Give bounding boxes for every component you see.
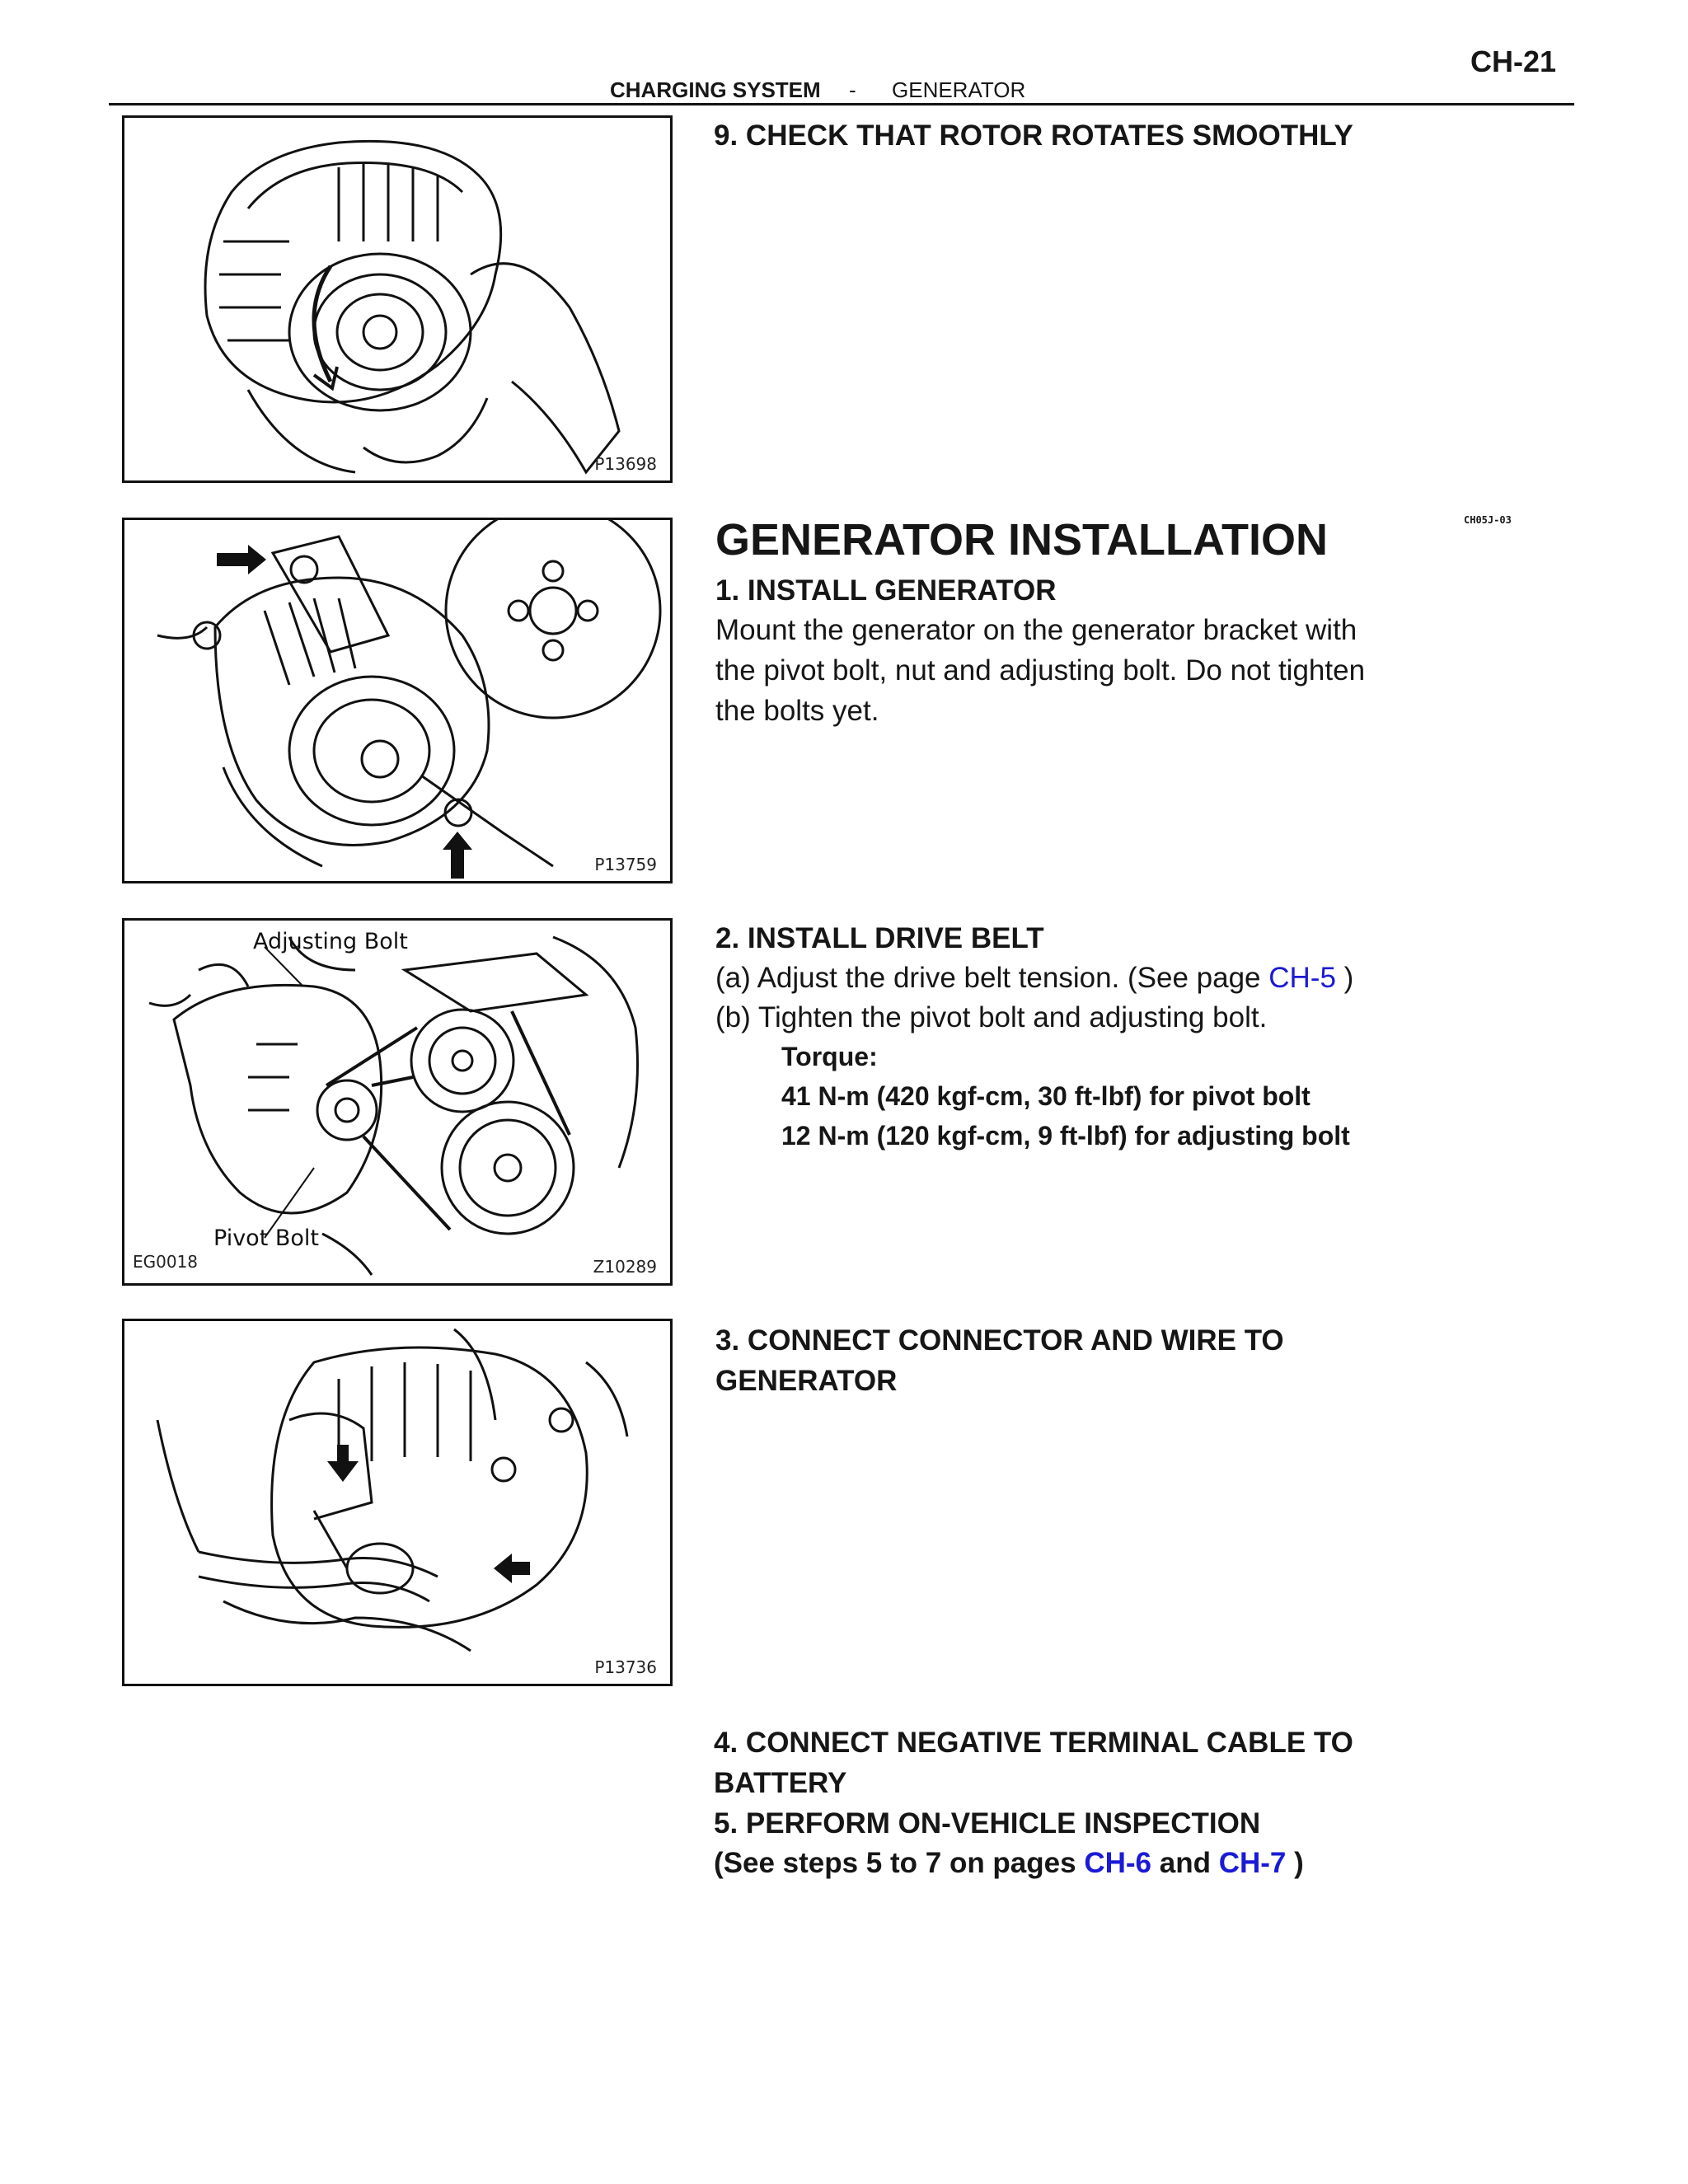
figure-left-code: EG0018 <box>133 1252 199 1272</box>
step-2a-text: (a) Adjust the drive belt tension. (See … <box>715 962 1261 994</box>
step-5-heading: 5. PERFORM ON-VEHICLE INSPECTION <box>714 1807 1261 1840</box>
arrow-icon <box>217 545 266 574</box>
page-number: CH-21 <box>1470 45 1556 78</box>
page-link-ch7[interactable]: CH-7 <box>1218 1847 1287 1879</box>
step-1-line: Mount the generator on the generator bra… <box>715 614 1357 646</box>
step-4-line: 4. CONNECT NEGATIVE TERMINAL CABLE TO <box>714 1727 1353 1759</box>
step-3-line: 3. CONNECT CONNECTOR AND WIRE TO <box>715 1324 1284 1357</box>
step-5-ref-prefix: (See steps 5 to 7 on pages <box>714 1847 1076 1879</box>
page-link-ch6[interactable]: CH-6 <box>1084 1847 1152 1879</box>
header-section: CHARGING SYSTEM <box>610 77 821 102</box>
figure-rotor-rotation: P13698 <box>122 115 673 483</box>
figure-code: P13698 <box>594 454 657 474</box>
arrow-icon <box>327 1445 359 1482</box>
step-2-heading: 2. INSTALL DRIVE BELT <box>715 922 1044 954</box>
step-2a-line: (a) Adjust the drive belt tension. (See … <box>715 958 1353 998</box>
step-4-heading: 4. CONNECT NEGATIVE TERMINAL CABLE TO BA… <box>714 1722 1353 1803</box>
figure-drive-belt: Adjusting Bolt Pivot Bolt EG0018 Z10289 <box>122 918 673 1286</box>
figure-code: Z10289 <box>593 1257 657 1277</box>
figure-code: P13759 <box>594 855 657 874</box>
step-1-text: Mount the generator on the generator bra… <box>715 610 1365 731</box>
step-4-line: BATTERY <box>714 1767 847 1799</box>
section-code: CH05J-03 <box>1464 514 1512 526</box>
step-1-line: the pivot bolt, nut and adjusting bolt. … <box>715 654 1366 687</box>
step-1-heading: 1. INSTALL GENERATOR <box>715 574 1057 607</box>
rotor-illustration <box>204 139 621 475</box>
connector-wire-illustration <box>156 1328 629 1652</box>
step-2b-line: (b) Tighten the pivot bolt and adjusting… <box>715 1001 1268 1033</box>
step-1-line: the bolts yet. <box>715 695 879 727</box>
step-9-heading: 9. CHECK THAT ROTOR ROTATES SMOOTHLY <box>714 120 1353 152</box>
header-subsection: GENERATOR <box>892 77 1026 102</box>
step-5-reference: (See steps 5 to 7 on pages CH-6 and CH-7… <box>714 1843 1304 1883</box>
header-separator: - <box>849 77 856 102</box>
figure-code: P13736 <box>594 1657 657 1677</box>
generator-mount-illustration <box>157 520 662 879</box>
figure-generator-mount: P13759 <box>122 518 673 883</box>
pivot-bolt-label: Pivot Bolt <box>213 1226 319 1251</box>
step-5-and: and <box>1159 1847 1211 1879</box>
arrow-icon <box>443 832 472 879</box>
step-5-ref-close: ) <box>1294 1847 1304 1879</box>
drive-belt-illustration <box>148 935 639 1276</box>
torque-adjusting-bolt: 12 N-m (120 kgf-cm, 9 ft-lbf) for adjust… <box>781 1121 1350 1151</box>
step-2a-close: ) <box>1343 962 1354 994</box>
step-3-heading: 3. CONNECT CONNECTOR AND WIRE TO GENERAT… <box>715 1320 1284 1401</box>
step-3-line: GENERATOR <box>715 1365 898 1397</box>
section-title: GENERATOR INSTALLATION <box>715 515 1328 565</box>
header-rule <box>109 103 1574 105</box>
adjusting-bolt-label: Adjusting Bolt <box>253 929 408 954</box>
torque-label: Torque: <box>781 1042 878 1071</box>
torque-pivot-bolt: 41 N-m (420 kgf-cm, 30 ft-lbf) for pivot… <box>781 1081 1311 1111</box>
figure-connector-wire: P13736 <box>122 1319 673 1686</box>
arrow-icon <box>494 1554 530 1583</box>
page-link-ch5[interactable]: CH-5 <box>1268 962 1336 994</box>
